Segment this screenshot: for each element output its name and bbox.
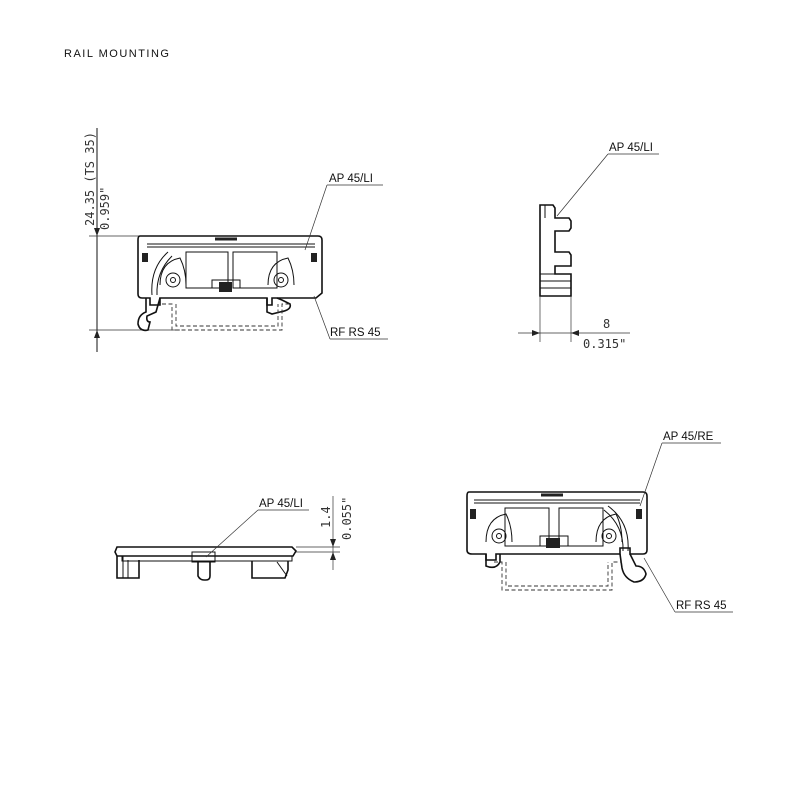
label-ap45-re: AP 45/RE [663,431,714,443]
dim-width-in: 0.315" [583,337,626,351]
dim-height-in: 0.959" [98,187,112,230]
label-ap45-li: AP 45/LI [329,173,373,185]
dim-thickness-in: 0.055" [340,497,354,540]
page-title: RAIL MOUNTING [64,48,171,60]
dim-height-mm: 24.35 (TS 35) [83,132,97,226]
dim-thickness-mm: 1.4 [319,506,333,528]
dim-width-mm: 8 [603,317,610,331]
front-view-right: AP 45/RE RF RS 45 [466,431,733,613]
label-right-rf-rs45: RF RS 45 [676,600,727,612]
side-view: 8 0.315" AP 45/LI [518,142,659,351]
label-rf-rs45: RF RS 45 [330,327,381,339]
label-side-ap45-li: AP 45/LI [609,142,653,154]
label-top-ap45-li: AP 45/LI [259,498,303,510]
top-view: 1.4 0.055" AP 45/LI [114,496,354,581]
front-view-left: 24.35 (TS 35) 0.959" AP 45/LI [83,128,388,352]
